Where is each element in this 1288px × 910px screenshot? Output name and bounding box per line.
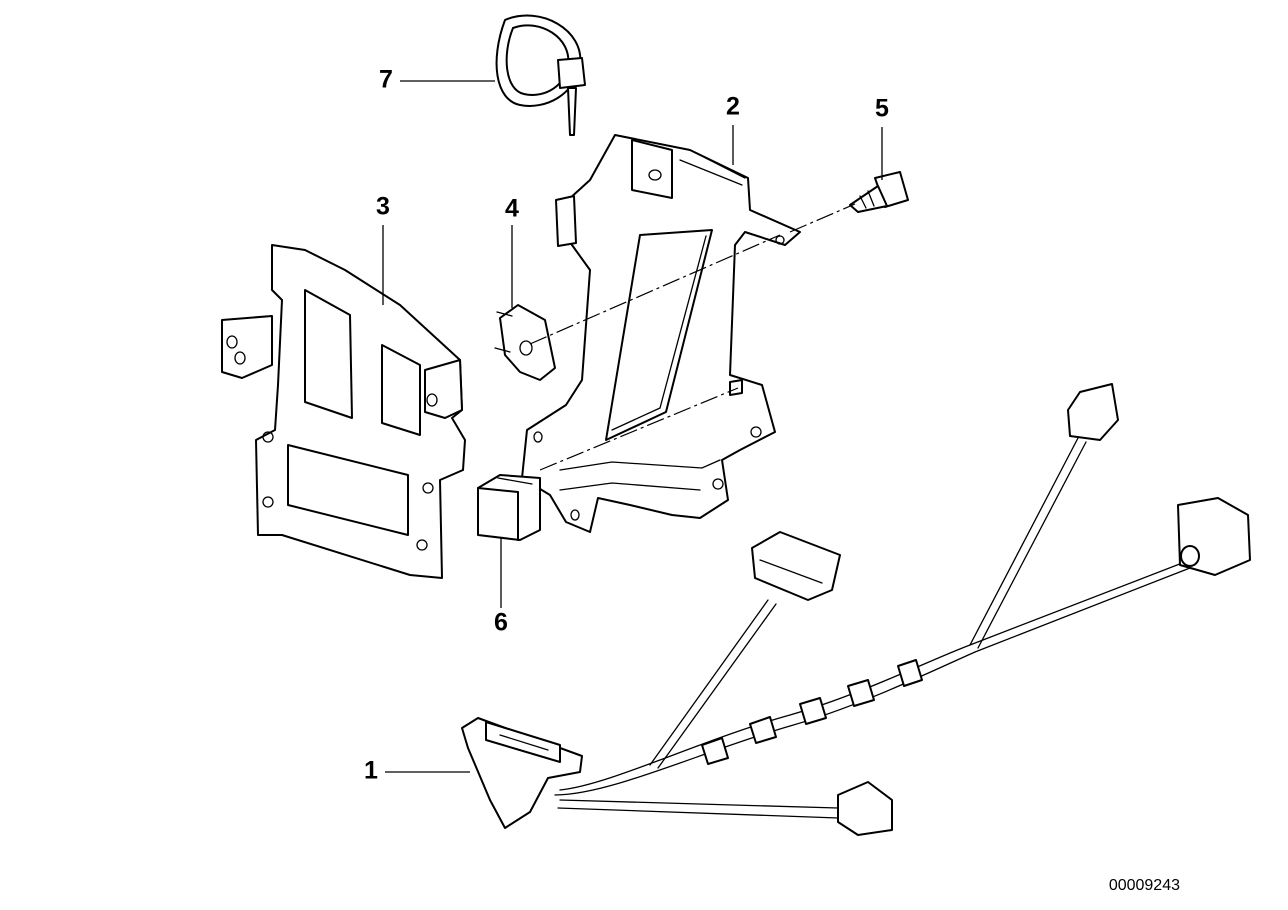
part-6-clamp	[477, 474, 541, 541]
drawing-number: 00009243	[1109, 877, 1180, 894]
callout-2: 2	[726, 93, 740, 121]
callout-6: 6	[494, 609, 508, 637]
part-1-wiring-harness	[461, 383, 1251, 836]
part-5-screw	[849, 171, 909, 213]
part-7-cable-tie	[495, 14, 586, 136]
callout-7: 7	[379, 66, 393, 94]
part-4-clip	[494, 304, 556, 381]
callout-5: 5	[875, 95, 889, 123]
callout-3: 3	[376, 193, 390, 221]
assembly-lines	[529, 203, 856, 471]
part-2-bracket	[521, 134, 801, 533]
callouts: 7 2 5 3 4 6 1	[364, 66, 889, 785]
part-3-holder-plate	[221, 244, 466, 579]
leader-lines	[382, 80, 883, 773]
callout-1: 1	[364, 757, 378, 785]
callout-4: 4	[505, 195, 519, 223]
